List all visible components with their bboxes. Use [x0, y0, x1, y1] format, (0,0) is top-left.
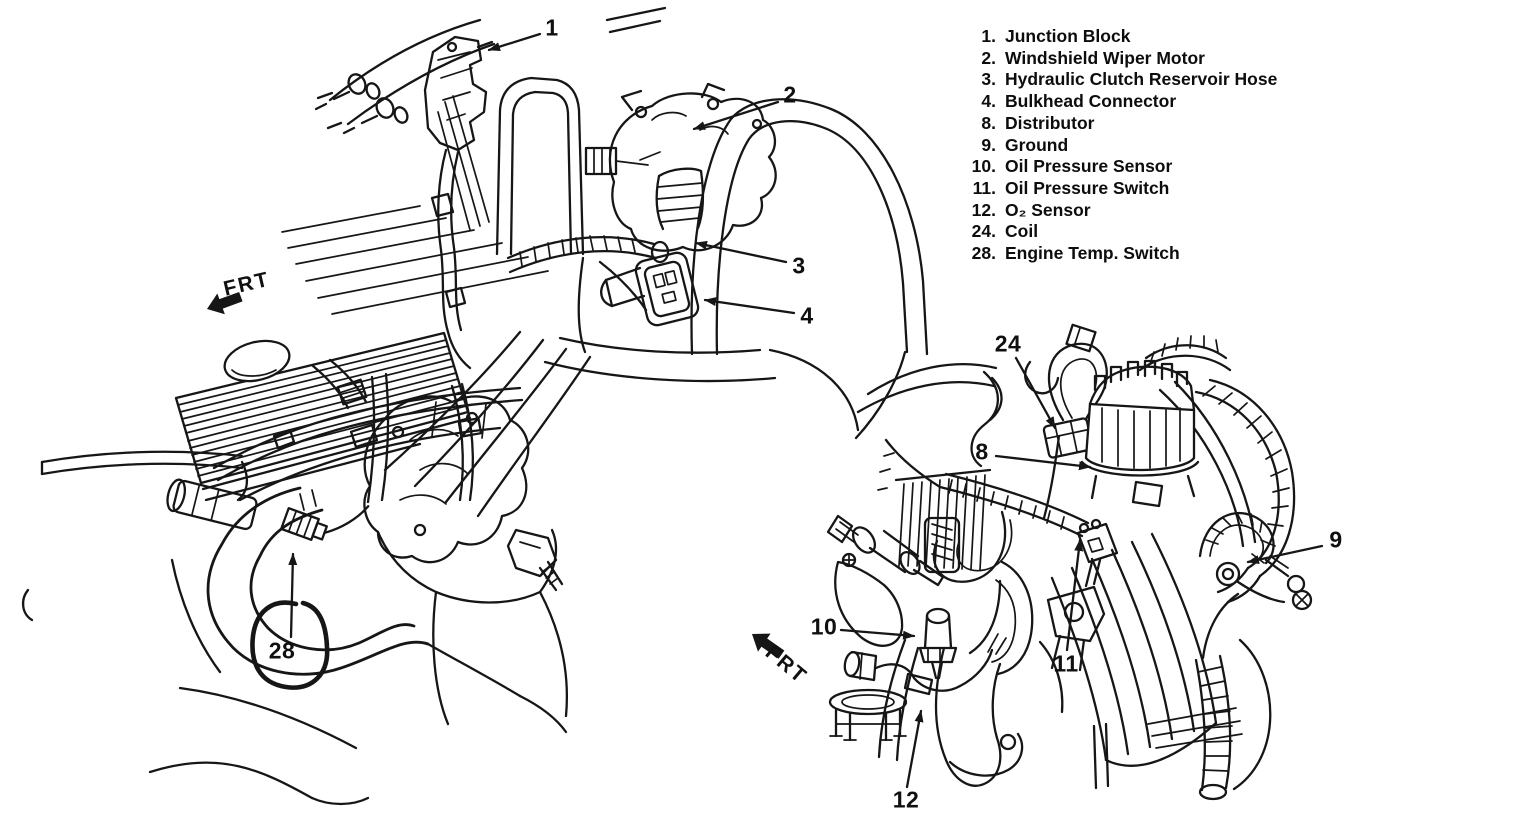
left-diagram-art	[21, 6, 929, 806]
legend-item: 10. Oil Pressure Sensor	[956, 156, 1316, 178]
engine-temp-switch-drawing	[280, 505, 370, 541]
legend-item: 1. Junction Block	[956, 26, 1316, 48]
heater-pipe	[21, 450, 258, 622]
legend-item-label: O₂ Sensor	[1005, 199, 1091, 220]
legend-item-number: 8.	[981, 112, 996, 133]
distributor-drawing	[1080, 359, 1200, 508]
oil-pressure-switch-drawing	[1076, 518, 1119, 588]
legend-item-label: Junction Block	[1005, 26, 1131, 46]
leader-arrows-right	[839, 356, 1324, 789]
legend-item-label: Distributor	[1005, 112, 1095, 133]
red-circle-annotation	[250, 600, 330, 690]
callout-4-bulkhead: 4	[800, 302, 814, 329]
top-border-line	[0, 0, 1518, 4]
o2-sensor-drawing	[828, 633, 1007, 742]
legend-item-number: 4.	[981, 91, 996, 112]
engine-front-hatch	[877, 452, 992, 574]
legend-item-label: Engine Temp. Switch	[1005, 243, 1180, 264]
legend-item-number: 11.	[972, 177, 996, 198]
legend-item: 12. O₂ Sensor	[956, 200, 1316, 222]
junction-block-drawing	[423, 35, 494, 152]
shading-lines	[281, 95, 549, 315]
frt-arrow-right-icon	[752, 633, 785, 659]
callout-11-oil-switch: 11	[1053, 650, 1079, 677]
legend-item: 24. Coil	[956, 221, 1316, 243]
legend-item: 8. Distributor	[956, 113, 1316, 135]
junction-wires	[430, 148, 472, 370]
legend-item-label: Coil	[1005, 221, 1039, 242]
legend-item-number: 10.	[971, 156, 996, 177]
leader-arrows-left	[288, 32, 796, 639]
legend-item-number: 24.	[971, 221, 996, 242]
callout-8-distributor: 8	[975, 438, 989, 465]
legend-item: 11. Oil Pressure Switch	[956, 178, 1316, 200]
engine-bottom-lines	[148, 558, 569, 806]
wiper-motor-drawing	[584, 82, 777, 252]
parts-legend: 1. Junction Block 2. Windshield Wiper Moto…	[956, 26, 1316, 265]
pulley-and-bracket	[877, 560, 1243, 790]
cowl-lines	[543, 256, 907, 440]
bulkhead-connector-drawing	[634, 251, 700, 327]
callout-28-engine-temp: 28	[268, 637, 296, 664]
legend-item-label: Oil Pressure Switch	[1005, 177, 1170, 198]
callout-1-junction-block: 1	[545, 14, 559, 41]
ground-drawing	[1198, 511, 1313, 611]
callout-2-wiper-motor: 2	[783, 81, 797, 108]
callout-3-clutch-hose: 3	[792, 252, 806, 279]
callout-24-coil: 24	[994, 330, 1022, 357]
support-arch	[495, 76, 585, 256]
radiator-hose	[206, 486, 430, 676]
legend-item: 3. Hydraulic Clutch Reservoir Hose	[956, 69, 1316, 91]
legend-item-number: 1.	[981, 26, 996, 46]
legend-item-label: Windshield Wiper Motor	[1005, 47, 1205, 68]
legend-item-number: 2.	[981, 47, 996, 68]
legend-item-number: 28.	[971, 243, 996, 264]
spark-plug-wires	[311, 330, 592, 518]
stud-bolt	[506, 528, 564, 592]
callout-10-oil-sensor: 10	[810, 613, 838, 640]
sensor-cylinder	[826, 514, 945, 647]
hood-lines	[316, 6, 667, 130]
ribbed-hose-lower	[1194, 592, 1272, 801]
callout-12-o2-sensor: 12	[892, 786, 920, 813]
ribbed-hoses	[1138, 335, 1296, 604]
frt-arrow-left-icon	[207, 291, 243, 315]
windshield-band	[690, 98, 929, 356]
wiring-harness	[884, 434, 1090, 655]
connector-bracket	[600, 266, 646, 308]
right-diagram-art	[752, 323, 1324, 801]
legend-item: 9. Ground	[956, 135, 1316, 157]
legend-item-label: Hydraulic Clutch Reservoir Hose	[1005, 69, 1278, 90]
legend-item-number: 12.	[971, 199, 996, 220]
clutch-hose-harness	[506, 235, 670, 312]
legend-item-number: 3.	[981, 69, 996, 90]
legend-item: 28. Engine Temp. Switch	[956, 243, 1316, 265]
oil-pressure-sensor-drawing	[918, 607, 958, 680]
legend-item-label: Ground	[1005, 134, 1069, 155]
callout-9-ground: 9	[1329, 526, 1343, 553]
legend-item-number: 9.	[981, 134, 996, 155]
fender-arcs	[856, 363, 1257, 548]
legend-item: 2. Windshield Wiper Motor	[956, 48, 1316, 70]
legend-item-label: Oil Pressure Sensor	[1005, 156, 1173, 177]
bolt-fasteners	[314, 73, 409, 135]
legend-item-label: Bulkhead Connector	[1005, 91, 1177, 112]
legend-item: 4. Bulkhead Connector	[956, 91, 1316, 113]
